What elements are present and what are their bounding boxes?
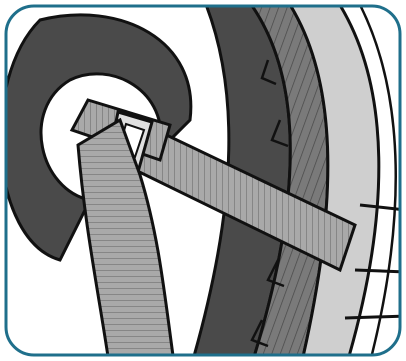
illustration-panel (0, 0, 406, 361)
strap-tire-illustration (0, 0, 406, 361)
scene (0, 0, 406, 361)
